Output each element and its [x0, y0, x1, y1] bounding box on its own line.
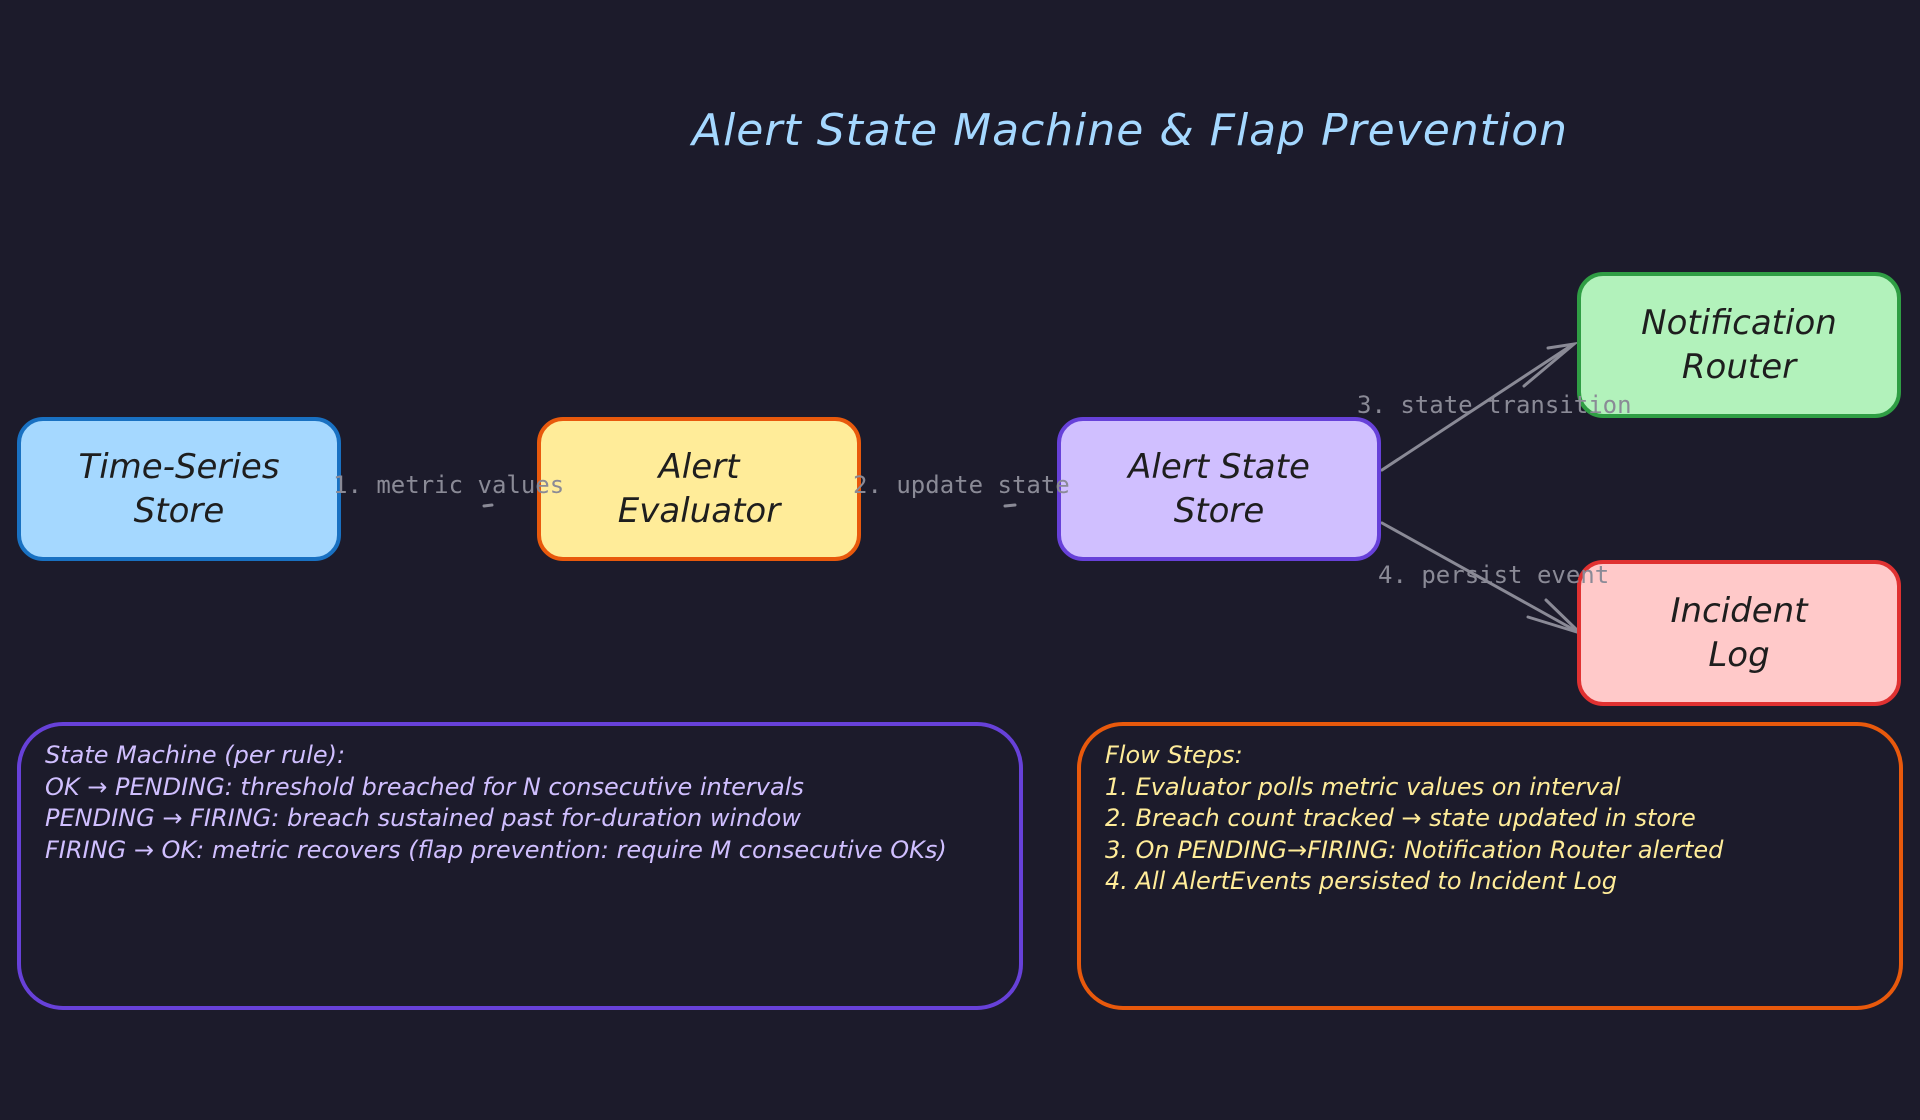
- flow-steps-note-line: 3. On PENDING→FIRING: Notification Route…: [1105, 835, 1724, 864]
- flow-steps-note-line: 4. All AlertEvents persisted to Incident…: [1105, 867, 1617, 895]
- notification-router-label: Notification Router: [1641, 303, 1837, 387]
- diagram-title: Alert State Machine & Flap Prevention: [691, 105, 1569, 156]
- alert-evaluator-label: Alert Evaluator: [617, 447, 781, 531]
- edge-label-update-state: 2. update state: [853, 471, 1070, 499]
- incident-log-node[interactable]: Incident Log: [1577, 560, 1901, 706]
- time-series-store-node[interactable]: Time-Series Store: [17, 417, 341, 561]
- edge-label-metric-values: 1. metric values: [333, 471, 565, 499]
- alert-state-store-node[interactable]: Alert State Store: [1057, 417, 1381, 561]
- edge-arrow-3-head: [1522, 341, 1580, 388]
- alert-evaluator-node[interactable]: Alert Evaluator: [537, 417, 861, 561]
- state-machine-note: State Machine (per rule): OK → PENDING: …: [17, 722, 1023, 1010]
- flow-steps-note-line: 1. Evaluator polls metric values on inte…: [1105, 772, 1621, 801]
- state-machine-note-line: PENDING → FIRING: breach sustained past …: [45, 804, 801, 832]
- edge-label-persist-event: 4. persist event: [1378, 561, 1610, 589]
- edge-arrow-1-stub: [482, 503, 494, 508]
- edge-label-state-transition: 3. state transition: [1357, 391, 1632, 419]
- edge-arrow-4: [1380, 521, 1580, 634]
- flow-steps-note-heading: Flow Steps:: [1105, 741, 1243, 769]
- time-series-store-label: Time-Series Store: [78, 447, 280, 531]
- state-machine-note-line: FIRING → OK: metric recovers (flap preve…: [45, 835, 947, 864]
- notification-router-node[interactable]: Notification Router: [1577, 272, 1901, 418]
- edge-arrow-2-stub: [1003, 503, 1017, 508]
- incident-log-label: Incident Log: [1670, 591, 1808, 675]
- flow-steps-note-line: 2. Breach count tracked → state updated …: [1105, 804, 1696, 832]
- state-machine-note-heading: State Machine (per rule):: [45, 741, 346, 769]
- alert-state-store-label: Alert State Store: [1128, 447, 1310, 531]
- state-machine-note-line: OK → PENDING: threshold breached for N c…: [45, 772, 804, 801]
- edge-arrow-3: [1380, 343, 1574, 472]
- flow-steps-note: Flow Steps: 1. Evaluator polls metric va…: [1077, 722, 1903, 1010]
